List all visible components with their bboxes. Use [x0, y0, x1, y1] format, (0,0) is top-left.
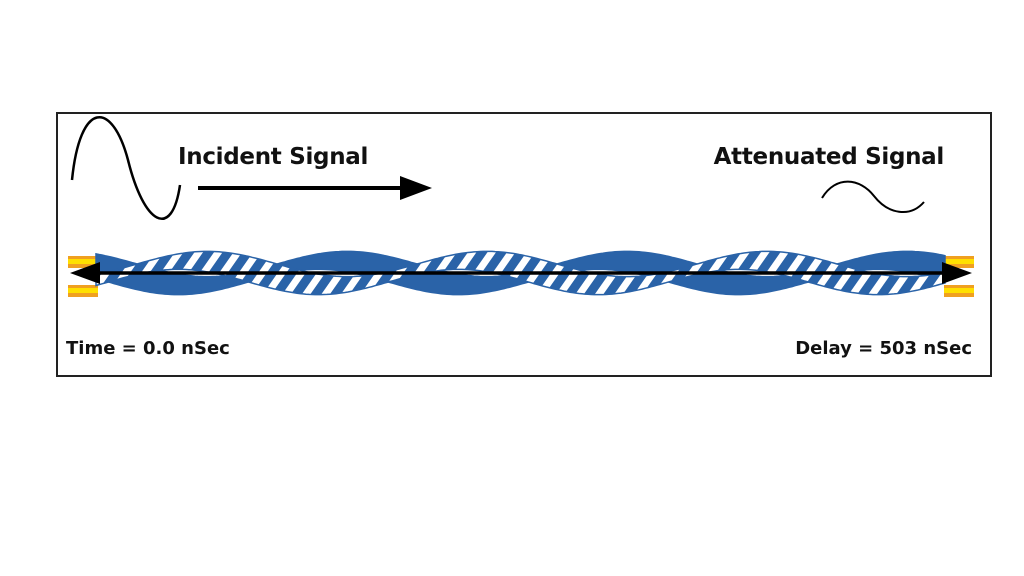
right-arrow-icon — [198, 176, 432, 200]
sine-wave-large-icon — [70, 116, 182, 220]
double-headed-arrow-icon — [70, 262, 972, 284]
delay-label: Delay = 503 nSec — [795, 338, 972, 359]
incident-signal-label: Incident Signal — [178, 144, 369, 170]
conductor-end-right — [944, 256, 974, 297]
diagram-frame: Incident Signal Attenuated Signal Time =… — [56, 112, 992, 377]
conductor-end-left — [68, 256, 98, 297]
attenuated-signal-label: Attenuated Signal — [713, 144, 945, 170]
sine-wave-small-icon — [821, 180, 925, 214]
time-label: Time = 0.0 nSec — [66, 338, 230, 359]
